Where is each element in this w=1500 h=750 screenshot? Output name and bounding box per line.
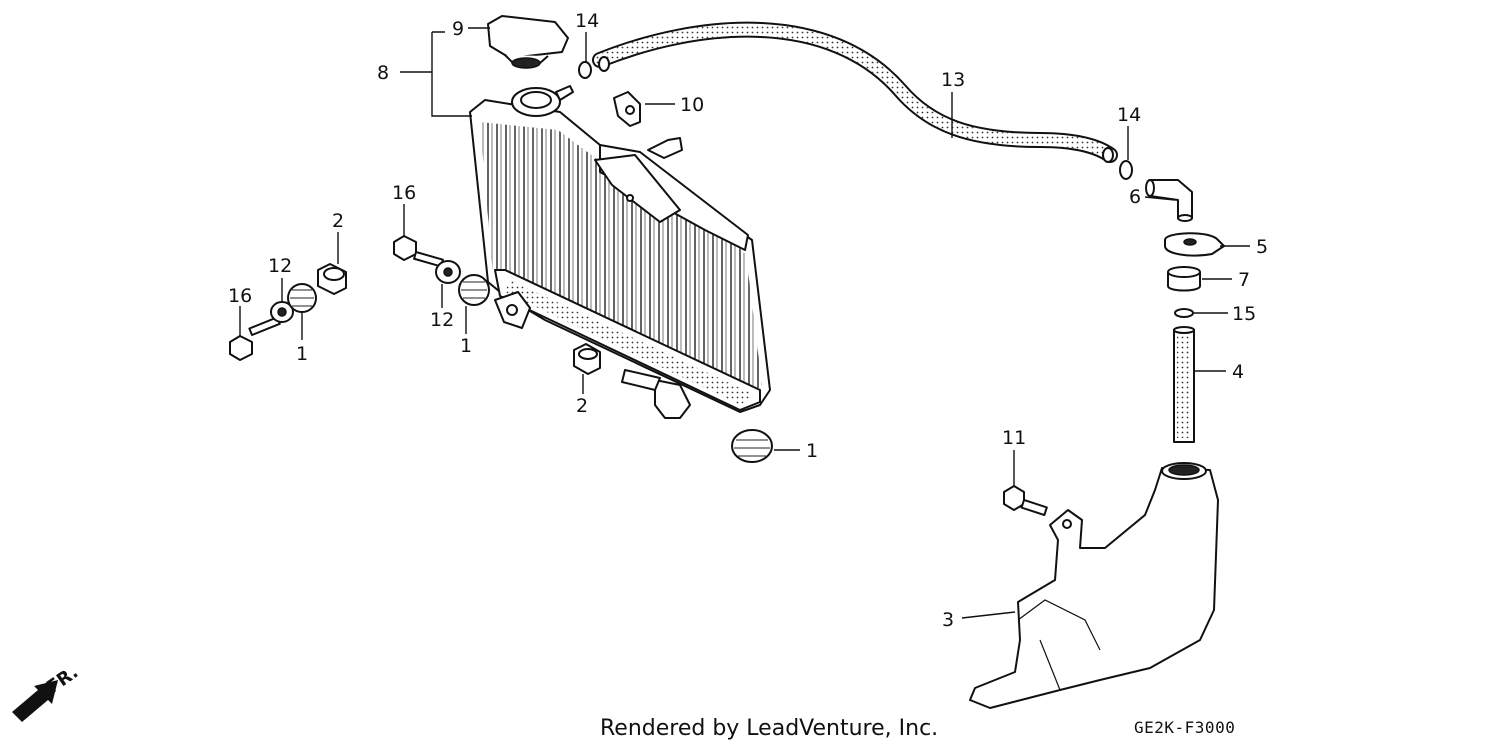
- callout-5: 5: [1256, 236, 1268, 258]
- left-spacer[interactable]: [317, 263, 347, 295]
- reserve-tank[interactable]: [969, 462, 1219, 709]
- filler-collar[interactable]: [1167, 266, 1201, 292]
- tank-bolt[interactable]: [1003, 485, 1048, 517]
- callout-1-center: 1: [460, 335, 472, 357]
- callout-4: 4: [1232, 361, 1244, 383]
- callout-14-top: 14: [575, 10, 599, 32]
- radiator[interactable]: [469, 85, 771, 419]
- left-bolt[interactable]: [229, 316, 281, 361]
- center-grommet[interactable]: [458, 274, 490, 306]
- callout-7: 7: [1238, 269, 1250, 291]
- callout-10: 10: [680, 94, 704, 116]
- footer-credit: Rendered by LeadVenture, Inc.: [600, 716, 939, 741]
- hose-clip-top[interactable]: [578, 61, 592, 79]
- radiator-cap[interactable]: [487, 15, 569, 69]
- left-grommet[interactable]: [287, 283, 317, 313]
- callout-12-left: 12: [268, 255, 292, 277]
- callout-2-left: 2: [332, 210, 344, 232]
- tank-cap-plate[interactable]: [1164, 232, 1225, 257]
- breather-tube[interactable]: [1173, 326, 1195, 443]
- callout-1-lower: 1: [806, 440, 818, 462]
- o-ring[interactable]: [1174, 308, 1194, 318]
- callout-14-right: 14: [1117, 104, 1141, 126]
- callout-6: 6: [1129, 186, 1141, 208]
- center-bolt[interactable]: [393, 235, 444, 268]
- callout-12-center: 12: [430, 309, 454, 331]
- front-arrow-icon: [12, 680, 58, 722]
- callout-16-center: 16: [392, 182, 416, 204]
- hose-clip-right[interactable]: [1119, 160, 1133, 180]
- radiator-stay[interactable]: [613, 91, 641, 127]
- callout-11: 11: [1002, 427, 1026, 449]
- callout-13: 13: [941, 69, 965, 91]
- lower-spacer[interactable]: [573, 343, 601, 375]
- elbow-joint[interactable]: [1145, 179, 1193, 222]
- diagram-code: GE2K-F3000: [1134, 718, 1236, 737]
- leader-lines: [239, 27, 1250, 619]
- center-washer[interactable]: [435, 260, 461, 284]
- callout-1-left: 1: [296, 343, 308, 365]
- front-indicator: FR.: [12, 662, 82, 722]
- callout-9: 9: [452, 18, 464, 40]
- callout-3: 3: [942, 609, 954, 631]
- callout-15: 15: [1232, 303, 1256, 325]
- callout-16-left: 16: [228, 285, 252, 307]
- callout-8: 8: [377, 62, 389, 84]
- overflow-hose[interactable]: [592, 21, 1118, 163]
- lower-grommet[interactable]: [731, 429, 773, 463]
- callout-2-lower: 2: [576, 395, 588, 417]
